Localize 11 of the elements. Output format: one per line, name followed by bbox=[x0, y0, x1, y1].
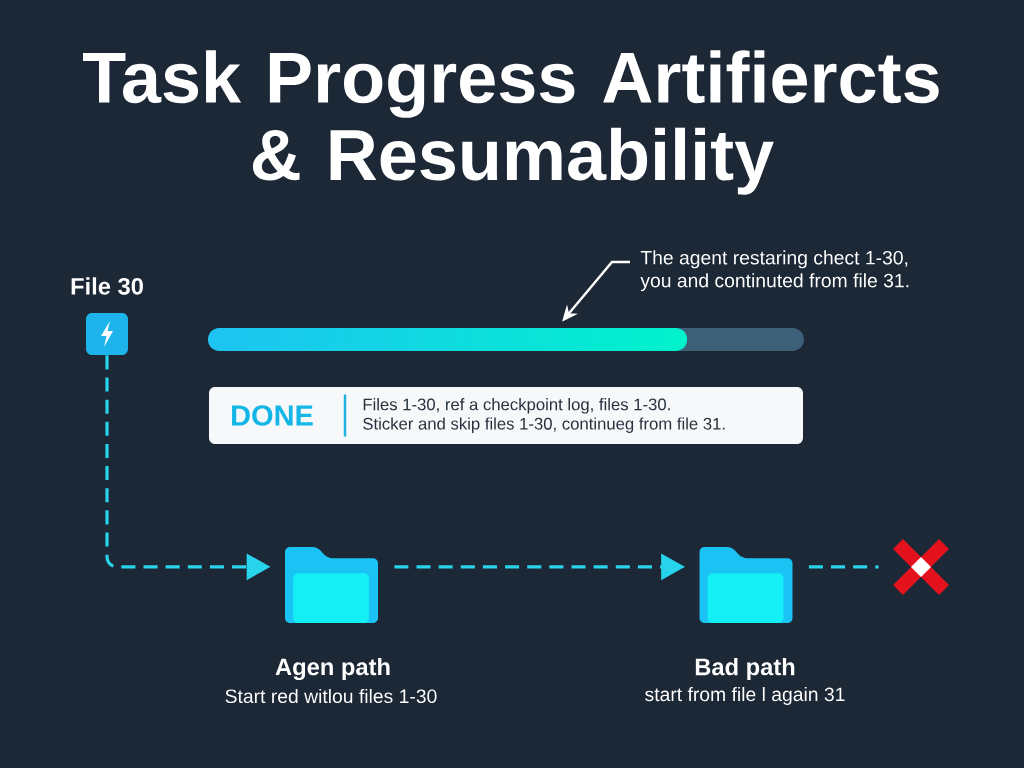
title: Task Progress Artifiercts & Resumability bbox=[83, 50, 939, 195]
annotation-text: The agent restaring chect 1-30, you and continuted from file 31. bbox=[640, 250, 909, 292]
caption-title: Agen path bbox=[275, 657, 390, 681]
status-text: Files 1-30, ref a checkpoint log, files 1-30. Sticker and skip files 1-30, continueg from file 31. bbox=[363, 398, 725, 433]
caption-title: Bad path bbox=[695, 657, 795, 681]
cross-icon bbox=[891, 537, 951, 597]
node-label: File 30 bbox=[71, 277, 143, 295]
caption-text: Start red witlou files 1-30 bbox=[225, 688, 437, 704]
caption-text: start from file l again 31 bbox=[645, 687, 845, 705]
status-card bbox=[209, 387, 803, 444]
status-label: DONE bbox=[232, 405, 313, 426]
